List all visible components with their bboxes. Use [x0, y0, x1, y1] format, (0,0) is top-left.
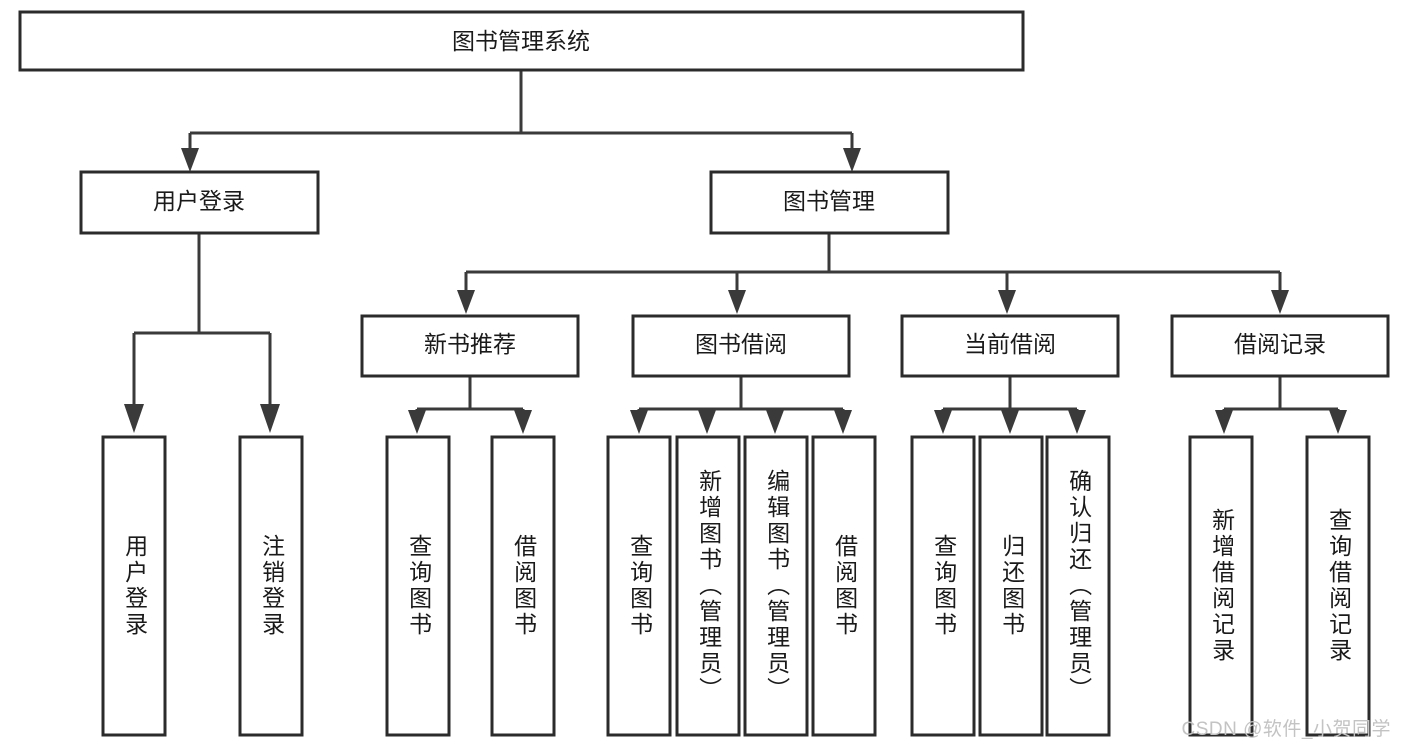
- node-login-box[interactable]: [79, 170, 320, 235]
- arrow-head-icon: [1329, 410, 1347, 434]
- node-root-label: 图书管理系统: [452, 28, 590, 54]
- node-login-label: 用户登录: [153, 188, 245, 214]
- node-root-box[interactable]: [18, 10, 1025, 72]
- node-leaf-6-box[interactable]: [675, 435, 741, 737]
- node-newbook-box[interactable]: [360, 314, 580, 378]
- node-login[interactable]: 用户登录: [79, 170, 320, 235]
- node-newbook-label: 新书推荐: [424, 331, 516, 357]
- arrow-head-icon: [514, 410, 532, 434]
- arrow-head-icon: [728, 290, 746, 314]
- arrow-head-icon: [1068, 410, 1086, 434]
- node-leaf-12-box[interactable]: [1188, 435, 1254, 737]
- node-bookmgmt-box[interactable]: [709, 170, 950, 235]
- arrow-head-icon: [998, 290, 1016, 314]
- node-leaf-3-box[interactable]: [385, 435, 451, 737]
- node-leaf-4-box[interactable]: [490, 435, 556, 737]
- arrow-head-icon: [457, 290, 475, 314]
- arrow-head-icon: [834, 410, 852, 434]
- node-root[interactable]: 图书管理系统: [18, 10, 1025, 72]
- node-borrow-box[interactable]: [631, 314, 851, 378]
- arrow-head-icon: [1215, 410, 1233, 434]
- arrow-head-icon: [408, 410, 426, 434]
- node-leaf-2-box[interactable]: [238, 435, 304, 737]
- node-leaf-1-box[interactable]: [101, 435, 167, 737]
- node-leaf-8-box[interactable]: [811, 435, 877, 737]
- node-records-label: 借阅记录: [1234, 331, 1326, 357]
- node-current-box[interactable]: [900, 314, 1120, 378]
- connector-login-to-leaves: [124, 233, 280, 433]
- arrow-head-icon: [1001, 410, 1019, 434]
- node-borrow[interactable]: 图书借阅: [631, 314, 851, 378]
- arrow-head-icon: [1271, 290, 1289, 314]
- arrow-head-icon: [260, 404, 280, 433]
- connector-newbook-to-leaves: [408, 376, 532, 434]
- leaf-boxes: [101, 435, 1371, 737]
- arrow-head-icon: [766, 410, 784, 434]
- arrow-head-icon: [630, 410, 648, 434]
- node-leaf-11-box[interactable]: [1045, 435, 1111, 737]
- node-bookmgmt[interactable]: 图书管理: [709, 170, 950, 235]
- arrow-head-icon: [698, 410, 716, 434]
- node-leaf-10-box[interactable]: [978, 435, 1044, 737]
- node-leaf-9-box[interactable]: [910, 435, 976, 737]
- node-records[interactable]: 借阅记录: [1170, 314, 1390, 378]
- node-bookmgmt-label: 图书管理: [783, 188, 875, 214]
- node-newbook[interactable]: 新书推荐: [360, 314, 580, 378]
- node-leaf-13-box[interactable]: [1305, 435, 1371, 737]
- connector-records-to-leaves: [1215, 376, 1347, 434]
- node-leaf-5-box[interactable]: [606, 435, 672, 737]
- csdn-watermark: CSDN @软件_小贺同学: [1181, 719, 1391, 740]
- connector-bookmgmt-to-level3: [457, 233, 1289, 314]
- node-borrow-label: 图书借阅: [695, 331, 787, 357]
- node-current-label: 当前借阅: [964, 331, 1056, 357]
- node-records-box[interactable]: [1170, 314, 1390, 378]
- connector-borrow-to-leaves: [630, 376, 852, 434]
- arrow-head-icon: [934, 410, 952, 434]
- connector-current-to-leaves: [934, 376, 1086, 434]
- arrow-head-icon: [181, 148, 199, 172]
- node-current[interactable]: 当前借阅: [900, 314, 1120, 378]
- arrow-head-icon: [843, 148, 861, 172]
- node-leaf-7-box[interactable]: [743, 435, 809, 737]
- connector-root-to-level2: [181, 70, 861, 172]
- arrow-head-icon: [124, 404, 144, 433]
